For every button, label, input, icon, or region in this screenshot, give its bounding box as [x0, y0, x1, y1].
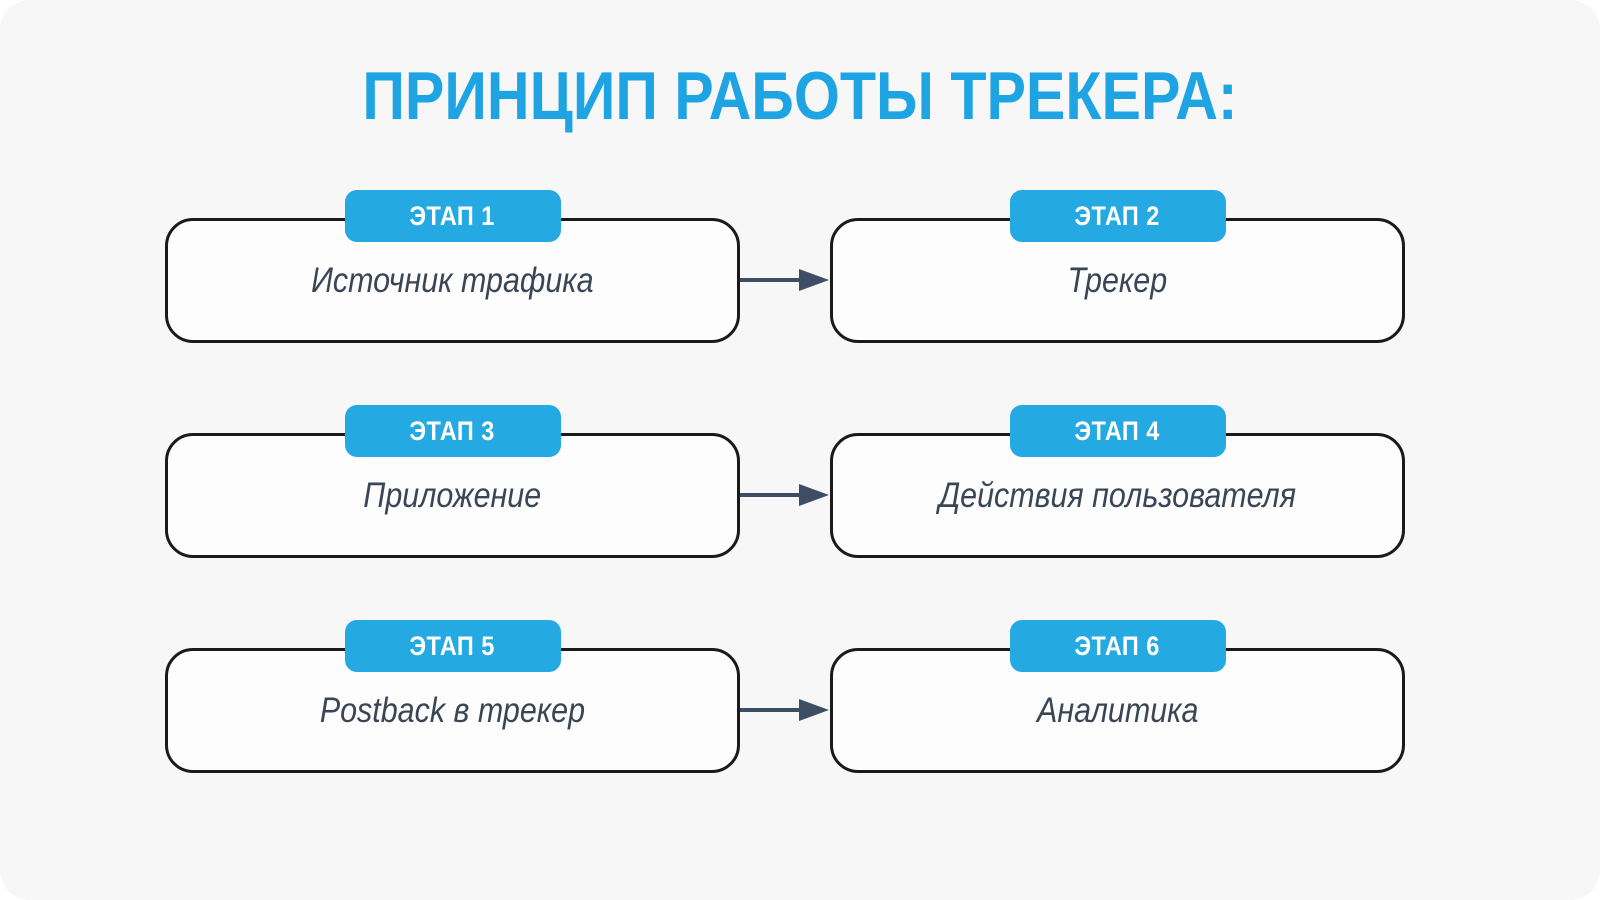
stage-2-badge-label: ЭТАП 2	[1074, 200, 1161, 231]
stage-2-badge: ЭТАП 2	[1009, 190, 1226, 242]
page-title-text: ПРИНЦИП РАБОТЫ ТРЕКЕРА:	[362, 58, 1238, 134]
stage-4: ЭТАП 4 Действия пользователя	[830, 405, 1405, 560]
stage-2-label: Трекер	[1067, 260, 1168, 300]
right-arrow-icon-stage1-to-stage2	[737, 269, 829, 291]
stage-3-badge: ЭТАП 3	[344, 405, 561, 457]
stage-4-badge: ЭТАП 4	[1009, 405, 1226, 457]
stage-3-label: Приложение	[363, 475, 542, 515]
right-arrow-icon-stage5-to-stage6	[737, 699, 829, 721]
stage-3: ЭТАП 3 Приложение	[165, 405, 740, 560]
stage-6-label: Аналитика	[1036, 690, 1199, 730]
stage-4-badge-label: ЭТАП 4	[1074, 415, 1161, 446]
right-arrow-icon-stage3-to-stage4	[737, 484, 829, 506]
stage-5: ЭТАП 5 Postback в трекер	[165, 620, 740, 775]
stage-2: ЭТАП 2 Трекер	[830, 190, 1405, 345]
stage-5-label: Postback в трекер	[319, 690, 586, 730]
stage-3-badge-label: ЭТАП 3	[409, 415, 496, 446]
stage-5-badge-label: ЭТАП 5	[409, 630, 496, 661]
stage-1-badge: ЭТАП 1	[344, 190, 561, 242]
stage-1-label: Источник трафика	[311, 260, 594, 300]
stage-6: ЭТАП 6 Аналитика	[830, 620, 1405, 775]
stage-1: ЭТАП 1 Источник трафика	[165, 190, 740, 345]
stage-5-badge: ЭТАП 5	[344, 620, 561, 672]
stage-6-badge: ЭТАП 6	[1009, 620, 1226, 672]
page-title: ПРИНЦИП РАБОТЫ ТРЕКЕРА:	[0, 62, 1600, 130]
stage-4-label: Действия пользователя	[938, 475, 1297, 515]
stage-6-badge-label: ЭТАП 6	[1074, 630, 1161, 661]
stage-1-badge-label: ЭТАП 1	[409, 200, 496, 231]
